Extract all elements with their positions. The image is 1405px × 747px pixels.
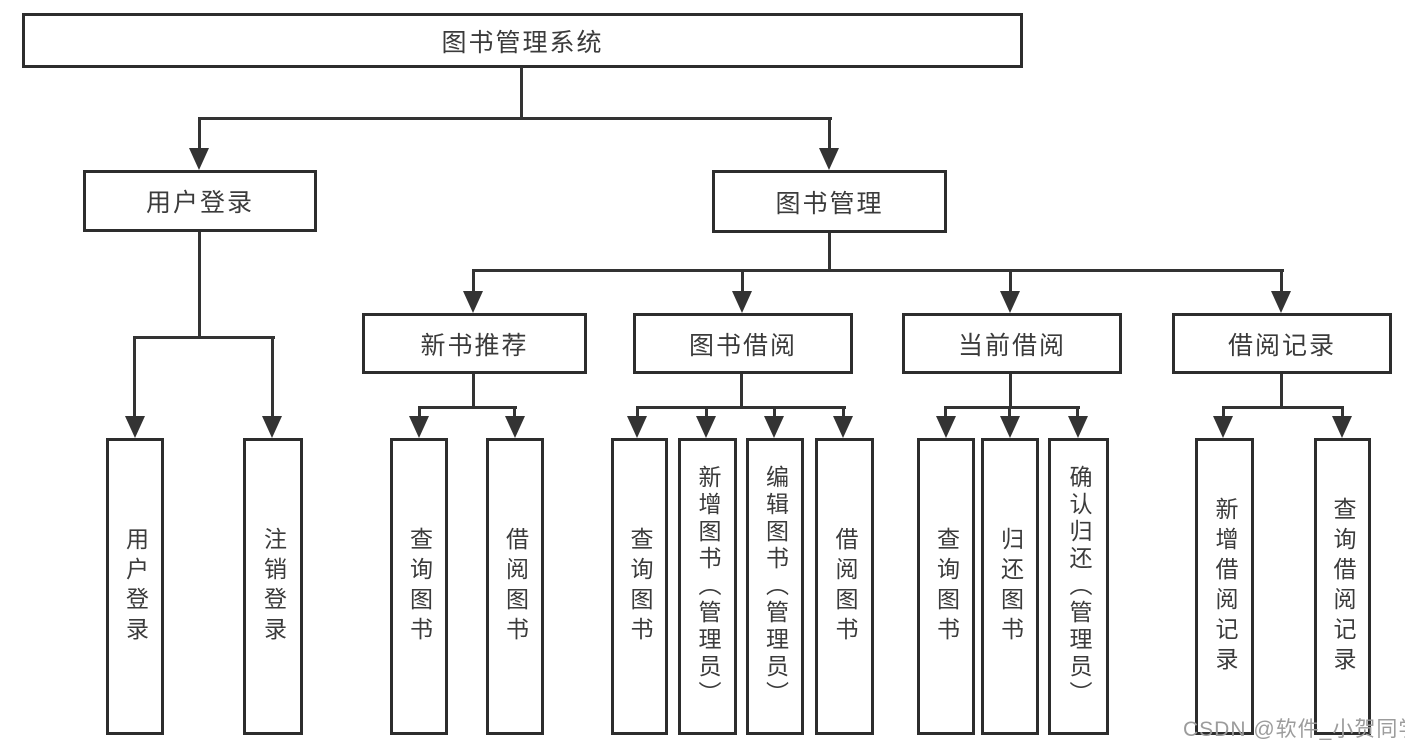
node-label: 图书管理 xyxy=(775,189,884,218)
node-library-management-system: 图书管理系统 xyxy=(22,13,1023,68)
node-label: 查询图书 xyxy=(406,526,433,647)
node-borrowing-records: 借阅记录 xyxy=(1172,313,1392,374)
node-return-books: 归还图书 xyxy=(981,438,1039,735)
arrow-down-icon xyxy=(833,416,853,438)
edge-root-horizontal xyxy=(198,117,832,120)
node-label: 图书管理系统 xyxy=(441,28,604,57)
node-label: 查询借阅记录 xyxy=(1330,496,1356,677)
arrow-down-icon xyxy=(764,416,784,438)
edge-drop xyxy=(773,406,776,420)
edge-level3-horizontal xyxy=(472,269,1284,272)
edge-drop-user-login-leaf xyxy=(133,336,136,420)
node-label: 借阅图书 xyxy=(832,526,858,647)
edge-records-horizontal xyxy=(1222,406,1344,409)
node-current-borrowing: 当前借阅 xyxy=(902,313,1122,374)
edge-recommend-horizontal xyxy=(418,406,517,409)
edge-user-login-vertical xyxy=(198,232,201,339)
node-current-query-books: 查询图书 xyxy=(917,438,975,735)
arrow-down-icon xyxy=(1000,416,1020,438)
edge-root-vertical xyxy=(520,67,523,119)
arrow-down-icon xyxy=(1271,291,1291,313)
node-query-borrowing-record: 查询借阅记录 xyxy=(1314,438,1371,735)
node-add-borrowing-record: 新增借阅记录 xyxy=(1195,438,1254,735)
node-label: 注销登录 xyxy=(260,526,287,647)
node-edit-books-admin: 编辑图书（管理员） xyxy=(746,438,804,735)
node-label: 查询图书 xyxy=(933,526,960,647)
arrow-down-icon xyxy=(189,148,209,170)
arrow-down-icon xyxy=(505,416,525,438)
edge-drop xyxy=(1008,406,1011,420)
node-label: 当前借阅 xyxy=(957,331,1066,360)
node-new-book-recommend: 新书推荐 xyxy=(362,313,587,374)
edge-drop xyxy=(842,406,845,420)
node-label: 新增借阅记录 xyxy=(1212,496,1238,677)
node-label: 确认归还（管理员） xyxy=(1066,465,1092,708)
node-recommend-query-books: 查询图书 xyxy=(390,438,448,735)
node-label: 编辑图书（管理员） xyxy=(762,465,789,708)
edge-drop xyxy=(418,406,421,420)
node-add-books-admin: 新增图书（管理员） xyxy=(678,438,737,735)
csdn-watermark: CSDN @软件_小贺同学 xyxy=(1183,718,1405,741)
node-logout: 注销登录 xyxy=(243,438,303,735)
node-label: 借阅记录 xyxy=(1227,331,1336,360)
node-confirm-return-admin: 确认归还（管理员） xyxy=(1048,438,1109,735)
node-label: 归还图书 xyxy=(997,526,1024,647)
edge-drop-logout xyxy=(271,336,274,420)
edge-drop-new-book-recommend xyxy=(472,269,475,295)
arrow-down-icon xyxy=(262,416,282,438)
node-borrowing-query-books: 查询图书 xyxy=(611,438,668,735)
node-label: 借阅图书 xyxy=(502,526,529,647)
arrow-down-icon xyxy=(463,291,483,313)
edge-drop-borrowing-records xyxy=(1280,269,1283,295)
edge-current-vertical xyxy=(1009,374,1012,409)
edge-drop xyxy=(944,406,947,420)
node-book-management: 图书管理 xyxy=(712,170,947,233)
arrow-down-icon xyxy=(1000,291,1020,313)
arrow-down-icon xyxy=(732,291,752,313)
edge-book-management-vertical xyxy=(828,233,831,272)
node-label: 图书借阅 xyxy=(688,331,797,360)
node-recommend-borrow-books: 借阅图书 xyxy=(486,438,544,735)
node-label: 用户登录 xyxy=(122,526,149,647)
node-user-login-leaf: 用户登录 xyxy=(106,438,164,735)
node-borrowing-borrow-books: 借阅图书 xyxy=(815,438,874,735)
edge-drop xyxy=(513,406,516,420)
edge-drop-user-login xyxy=(198,117,201,151)
edge-drop xyxy=(705,406,708,420)
edge-recommend-vertical xyxy=(472,374,475,409)
edge-user-login-horizontal xyxy=(133,336,275,339)
node-label: 用户登录 xyxy=(145,189,254,217)
edge-drop xyxy=(1341,406,1344,420)
edge-drop xyxy=(636,406,639,420)
edge-drop-book-borrowing xyxy=(741,269,744,295)
arrow-down-icon xyxy=(696,416,716,438)
node-label: 新书推荐 xyxy=(420,331,529,360)
edge-drop xyxy=(1222,406,1225,420)
edge-current-horizontal xyxy=(944,406,1080,409)
edge-drop-current-borrowing xyxy=(1009,269,1012,295)
edge-drop xyxy=(1076,406,1079,420)
arrow-down-icon xyxy=(409,416,429,438)
node-user-login: 用户登录 xyxy=(83,170,317,232)
node-book-borrowing: 图书借阅 xyxy=(633,313,853,374)
node-label: 新增图书（管理员） xyxy=(695,465,721,708)
arrow-down-icon xyxy=(819,148,839,170)
arrow-down-icon xyxy=(125,416,145,438)
edge-drop-book-management xyxy=(828,117,831,151)
node-label: 查询图书 xyxy=(627,526,653,647)
arrow-down-icon xyxy=(936,416,956,438)
arrow-down-icon xyxy=(1332,416,1352,438)
arrow-down-icon xyxy=(1068,416,1088,438)
edge-borrowing-vertical xyxy=(740,374,743,409)
edge-borrowing-horizontal xyxy=(636,406,846,409)
arrow-down-icon xyxy=(1213,416,1233,438)
edge-records-vertical xyxy=(1280,374,1283,409)
arrow-down-icon xyxy=(627,416,647,438)
